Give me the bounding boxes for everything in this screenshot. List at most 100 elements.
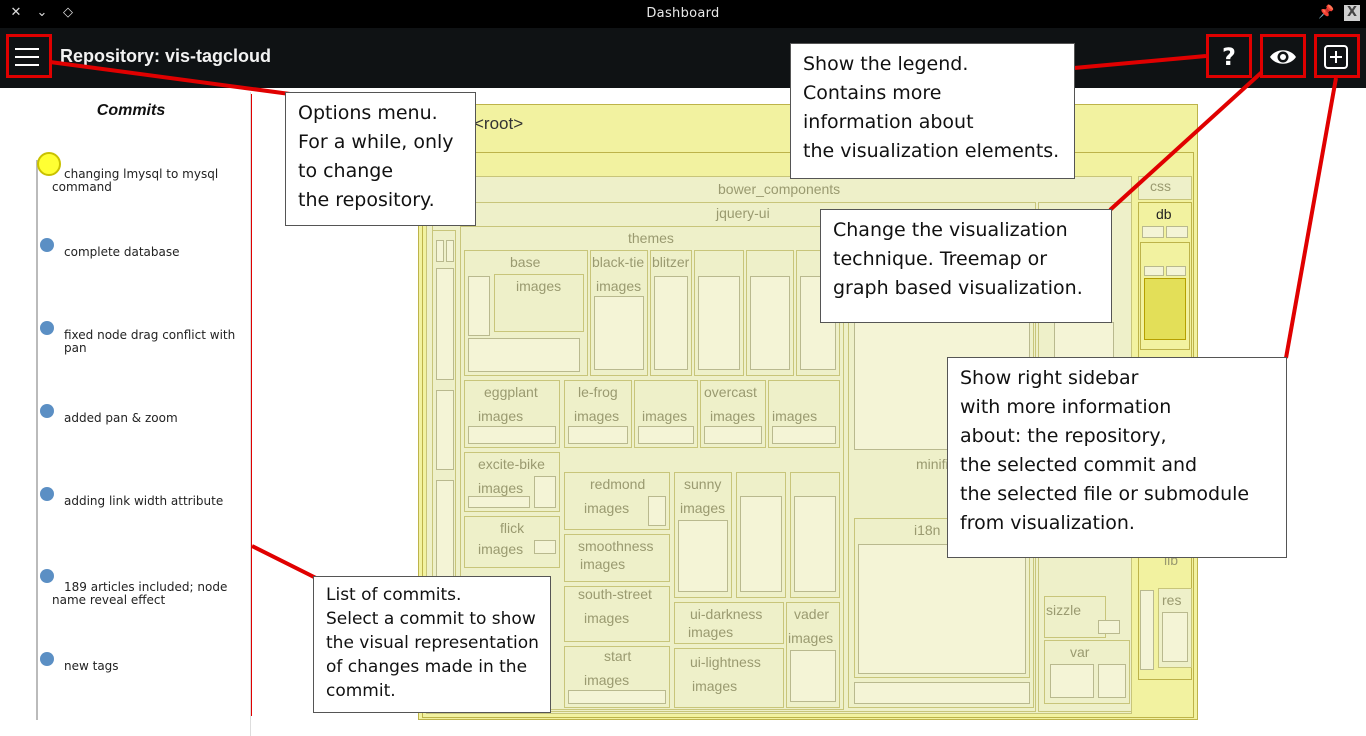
treemap-cell: [794, 496, 836, 592]
treemap-cell: [436, 240, 444, 262]
jquery-ui-label: jquery-ui: [716, 205, 770, 221]
app-header: Repository: vis-tagcloud ?: [0, 28, 1366, 88]
commit-dot: [40, 652, 54, 666]
treemap-cell: [750, 276, 790, 370]
eggplant-label: eggplant: [484, 384, 538, 400]
db-selected-file[interactable]: [1144, 278, 1186, 340]
close-icon[interactable]: ✕: [10, 5, 22, 20]
commits-heading: Commits: [96, 102, 166, 119]
commit-message: added pan & zoom: [64, 411, 178, 425]
treemap-visualization[interactable]: <root> bower_components jquery-ui themes…: [418, 100, 1198, 720]
treemap-cell: [772, 426, 836, 444]
maximize-icon[interactable]: ◇: [63, 5, 73, 20]
base-label: base: [510, 254, 541, 270]
commit-dot: [40, 238, 54, 252]
overcast-label: overcast: [704, 384, 757, 400]
css-label: css: [1150, 178, 1171, 194]
ui-darkness-label: ui-darkness: [690, 606, 763, 622]
images-label: images: [580, 556, 626, 572]
south-street-node[interactable]: [564, 586, 670, 642]
black-tie-label: black-tie: [592, 254, 645, 270]
images-label: images: [596, 278, 642, 294]
treemap-cell: [1166, 226, 1188, 238]
treemap-cell: [704, 426, 762, 444]
commit-dot: [40, 569, 54, 583]
images-label: images: [584, 610, 630, 626]
minimize-icon[interactable]: ⌄: [36, 5, 48, 20]
treemap-cell: [568, 690, 666, 704]
commit-message: fixed node drag conflict with pan: [64, 328, 236, 355]
treemap-cell: [594, 296, 644, 370]
treemap-cell: [1098, 664, 1126, 698]
treemap-cell: [1166, 266, 1186, 276]
images-label: images: [584, 500, 630, 516]
hamburger-icon[interactable]: [12, 42, 42, 72]
window-controls: ✕ ⌄ ◇: [8, 5, 76, 21]
window-titlebar: ✕ ⌄ ◇ Dashboard 📌 X: [0, 0, 1366, 28]
options-menu-annotation: Options menu. For a while, only to chang…: [285, 92, 476, 226]
commit-message: new tags: [64, 659, 119, 673]
window-right-controls: 📌 X: [1318, 5, 1360, 21]
treemap-cell: [858, 544, 1026, 674]
treemap-cell: [534, 476, 556, 508]
smoothness-label: smoothness: [578, 538, 654, 554]
res-label: res: [1162, 592, 1182, 608]
ui-darkness-node[interactable]: [674, 602, 784, 644]
highlight-menu: [6, 34, 52, 78]
treemap-cell: [468, 426, 556, 444]
treemap-cell: [740, 496, 782, 592]
treemap-cell: [436, 390, 454, 470]
legend-button[interactable]: ?: [1214, 42, 1244, 72]
ui-lightness-label: ui-lightness: [690, 654, 761, 670]
commit-dot: [40, 487, 54, 501]
var-label: var: [1070, 644, 1090, 660]
treemap-cell: [638, 426, 694, 444]
sizzle-node[interactable]: [1044, 596, 1106, 638]
treemap-cell: [698, 276, 740, 370]
treemap-cell: [1054, 322, 1114, 358]
ui-lightness-node[interactable]: [674, 648, 784, 708]
treemap-cell: [648, 496, 666, 526]
i18n-label: i18n: [914, 522, 941, 538]
view-technique-button[interactable]: [1268, 42, 1298, 72]
sizzle-label: sizzle: [1046, 602, 1082, 618]
right-sidebar-annotation: Show right sidebar with more information…: [947, 357, 1287, 558]
x-icon[interactable]: X: [1344, 5, 1360, 21]
treemap-cell: [446, 240, 454, 262]
commit-timeline: [36, 160, 38, 720]
south-street-label: south-street: [578, 586, 652, 602]
treemap-cell: [468, 276, 490, 336]
le-frog-label: le-frog: [578, 384, 618, 400]
images-label: images: [478, 541, 524, 557]
commit-message: complete database: [64, 245, 180, 259]
treemap-cell: [678, 520, 728, 592]
commit-message: 189 articles included; node name reveal …: [52, 580, 228, 607]
commits-sidebar: Commits changing lmysql to mysql command…: [12, 92, 251, 736]
images-label: images: [688, 624, 734, 640]
start-label: start: [604, 648, 632, 664]
treemap-cell: [534, 540, 556, 554]
treemap-cell: [1050, 664, 1094, 698]
repo-title: Repository: vis-tagcloud: [60, 46, 272, 66]
blitzer-label: blitzer: [652, 254, 690, 270]
plus-square-icon: [1324, 45, 1348, 69]
db-label: db: [1156, 206, 1172, 222]
images-label: images: [692, 678, 738, 694]
sunny-label: sunny: [684, 476, 722, 492]
smoothness-node[interactable]: [564, 534, 670, 582]
highlight-sidebar: [1314, 34, 1360, 78]
themes-label: themes: [628, 230, 674, 246]
flick-label: flick: [500, 520, 525, 536]
commit-dot: [40, 321, 54, 335]
images-label: images: [584, 672, 630, 688]
images-node[interactable]: [494, 274, 584, 332]
legend-annotation: Show the legend. Contains more informati…: [790, 43, 1075, 179]
images-label: images: [642, 408, 688, 424]
vader-label: vader: [794, 606, 830, 622]
bower-components-label: bower_components: [718, 181, 841, 197]
treemap-cell: [1098, 620, 1120, 634]
pin-icon[interactable]: 📌: [1318, 5, 1335, 20]
right-sidebar-button[interactable]: [1321, 42, 1351, 72]
css-node[interactable]: [1138, 176, 1192, 200]
commit-message: adding link width attribute: [64, 494, 224, 508]
